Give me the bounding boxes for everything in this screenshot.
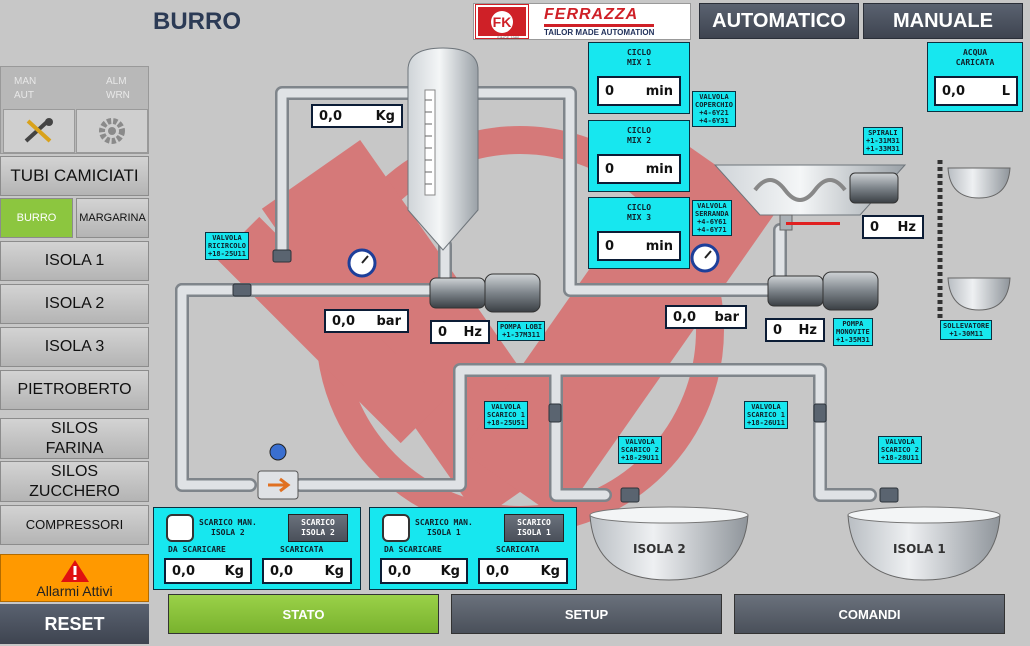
scarico-man-isola-2-checkbox[interactable] bbox=[166, 514, 194, 542]
nav-silos-farina[interactable]: SILOS FARINA bbox=[0, 418, 149, 459]
tag-valvola-serranda: VALVOLA SERRANDA +4-6Y61 +4-6Y71 bbox=[692, 200, 732, 236]
nav-compressori[interactable]: COMPRESSORI bbox=[0, 505, 149, 545]
nav-pietroberto[interactable]: PIETROBERTO bbox=[0, 370, 149, 410]
settings-button[interactable] bbox=[76, 109, 148, 153]
scarico-panel-isola-1: SCARICO MAN. ISOLA 1 SCARICO ISOLA 1 DA … bbox=[369, 507, 577, 590]
tag-valvola-ricircolo: VALVOLA RICIRCOLO +18-25U11 bbox=[205, 232, 249, 260]
sollevatore-chain bbox=[937, 160, 1011, 320]
tag-valvola-scarico2-a: VALVOLA SCARICO 2 +18-29U11 bbox=[618, 436, 662, 464]
nav-isola-1[interactable]: ISOLA 1 bbox=[0, 241, 149, 281]
tag-valvola-scarico2-b: VALVOLA SCARICO 2 +18-28U11 bbox=[878, 436, 922, 464]
allarmi-attivi-button[interactable]: Allarmi Attivi bbox=[0, 554, 149, 602]
nav-silos-zucchero[interactable]: SILOS ZUCCHERO bbox=[0, 461, 149, 502]
tag-valvola-coperchio: VALVOLA COPERCHIO +4-6Y21 +4-6Y31 bbox=[692, 91, 736, 127]
scarico-isola-2-button[interactable]: SCARICO ISOLA 2 bbox=[288, 514, 348, 542]
nav-isola-3[interactable]: ISOLA 3 bbox=[0, 327, 149, 367]
scarico-isola-1-button[interactable]: SCARICO ISOLA 1 bbox=[504, 514, 564, 542]
tag-spirali: SPIRALI +1-31M31 +1-33M31 bbox=[863, 127, 903, 155]
logo-brand: FERRAZZA bbox=[544, 6, 655, 27]
status-man: MAN bbox=[14, 76, 37, 87]
scarico-man-isola-1-checkbox[interactable] bbox=[382, 514, 410, 542]
comandi-button[interactable]: COMANDI bbox=[734, 594, 1005, 634]
logo-since: SINCE 1980 bbox=[497, 35, 520, 40]
logo-mark-icon: FK bbox=[475, 4, 529, 39]
status-wrn: WRN bbox=[106, 90, 130, 101]
vessel-isola-1: ISOLA 1 bbox=[893, 542, 946, 556]
reset-button[interactable]: RESET bbox=[0, 604, 149, 644]
logo-tagline: TAILOR MADE AUTOMATION bbox=[544, 28, 655, 37]
mode-manuale-button[interactable]: MANUALE bbox=[863, 3, 1023, 39]
stato-button[interactable]: STATO bbox=[168, 594, 439, 634]
tools-button[interactable] bbox=[3, 109, 75, 153]
ferrazza-logo: FK FERRAZZA TAILOR MADE AUTOMATION SINCE… bbox=[473, 3, 691, 40]
status-aut: AUT bbox=[14, 90, 34, 101]
flow-meter bbox=[257, 443, 299, 500]
mode-automatico-button[interactable]: AUTOMATICO bbox=[699, 3, 859, 39]
allarmi-label: Allarmi Attivi bbox=[36, 583, 113, 599]
tag-valvola-scarico1-b: VALVOLA SCARICO 1 +18-26U11 bbox=[744, 401, 788, 429]
nav-tubi-camiciati[interactable]: TUBI CAMICIATI bbox=[0, 156, 149, 196]
tag-pompa-monovite: POMPA MONOVITE +1-35M31 bbox=[833, 318, 873, 346]
vessel-isola-2: ISOLA 2 bbox=[633, 542, 686, 556]
pump-monovite bbox=[767, 271, 879, 311]
pressure-gauges bbox=[347, 243, 720, 278]
status-alm: ALM bbox=[106, 76, 127, 87]
nav-isola-2[interactable]: ISOLA 2 bbox=[0, 284, 149, 324]
mixer-tank bbox=[407, 47, 479, 251]
screw-hopper bbox=[713, 164, 907, 231]
gear-icon bbox=[99, 118, 125, 144]
isola-bowls bbox=[589, 506, 1001, 581]
pump-lobi bbox=[429, 273, 541, 313]
status-panel: MAN AUT ALM WRN bbox=[0, 66, 149, 154]
tag-valvola-scarico1-a: VALVOLA SCARICO 1 +18-25U51 bbox=[484, 401, 528, 429]
tools-icon bbox=[24, 118, 53, 143]
tag-pompa-lobi: POMPA LOBI +1-37M311 bbox=[497, 321, 546, 341]
warning-icon bbox=[60, 560, 89, 582]
page-title: BURRO bbox=[153, 8, 241, 35]
tab-burro[interactable]: BURRO bbox=[0, 198, 73, 238]
tag-sollevatore: SOLLEVATORE +1-30M11 bbox=[940, 320, 993, 340]
scarico-panel-isola-2: SCARICO MAN. ISOLA 2 SCARICO ISOLA 2 DA … bbox=[153, 507, 361, 590]
setup-button[interactable]: SETUP bbox=[451, 594, 722, 634]
valve-symbols bbox=[232, 249, 899, 503]
tab-margarina[interactable]: MARGARINA bbox=[76, 198, 149, 238]
